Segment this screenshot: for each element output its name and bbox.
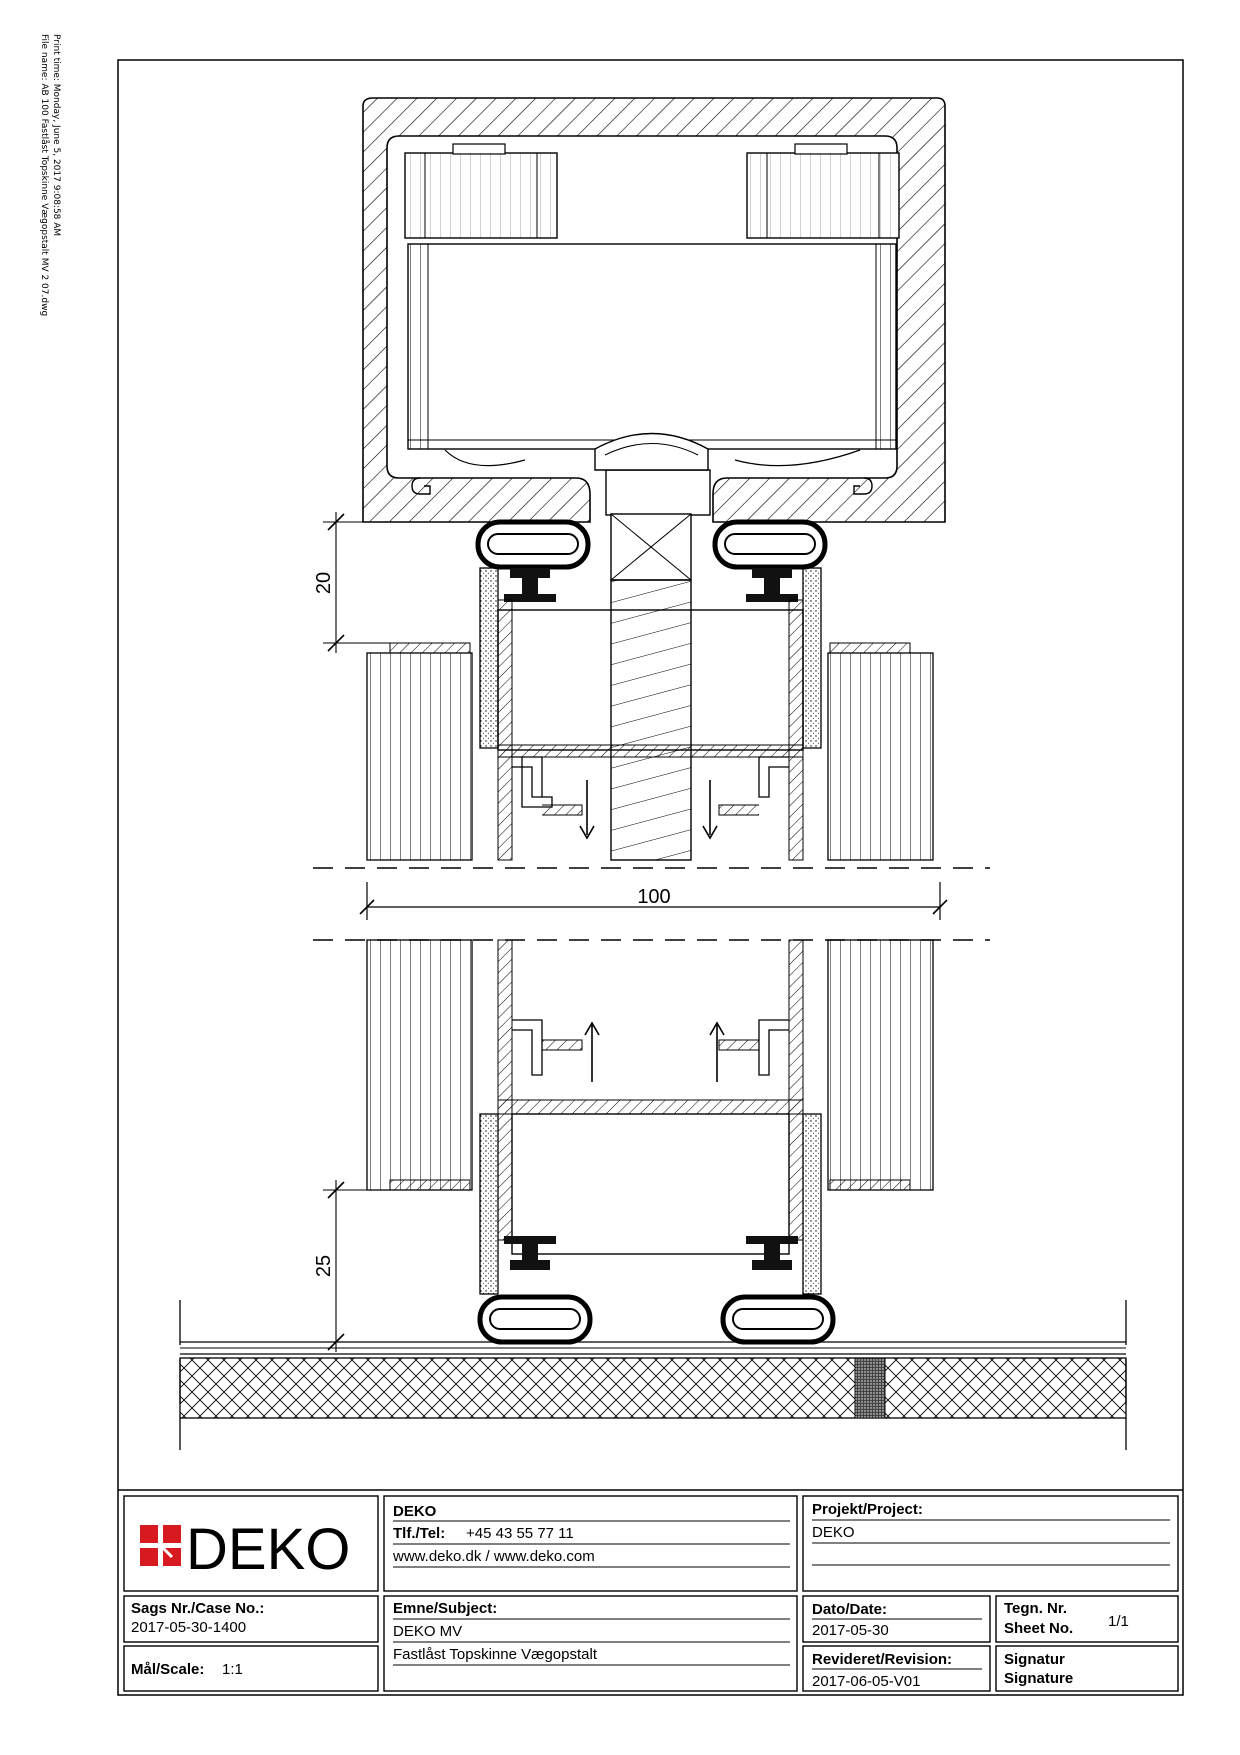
- case-value: 2017-05-30-1400: [131, 1619, 246, 1636]
- phone-value: +45 43 55 77 11: [466, 1525, 574, 1542]
- revision-value: 2017-06-05-V01: [812, 1673, 920, 1690]
- carriage: [404, 143, 900, 471]
- sheet-value: 1/1: [1108, 1613, 1129, 1630]
- dimension-bottom: 25: [313, 1180, 390, 1352]
- revision-label: Revideret/Revision:: [812, 1651, 952, 1668]
- floor: [179, 1300, 1127, 1450]
- dimension-width: 100: [359, 882, 948, 920]
- logo-text: DEKO: [186, 1517, 350, 1582]
- upper-panel: [366, 567, 934, 861]
- top-rail: [362, 97, 946, 523]
- centre-post: [610, 513, 692, 861]
- scale-label: Mål/Scale:: [131, 1661, 204, 1678]
- title-block: DEKO DEKO Tlf./Tel: +45 43 55 77 11 www.…: [118, 1489, 1183, 1692]
- subject-line2: Fastlåst Topskinne Vægopstalt: [393, 1646, 598, 1663]
- sheet-label-1: Tegn. Nr.: [1004, 1600, 1067, 1617]
- project-value: DEKO: [812, 1524, 855, 1541]
- dim-top-text: 20: [313, 572, 335, 594]
- signature-label-1: Signatur: [1004, 1651, 1065, 1668]
- company-name: DEKO: [393, 1503, 437, 1520]
- scale-value: 1:1: [222, 1661, 243, 1678]
- lower-panel: [366, 939, 934, 1295]
- web-value: www.deko.dk / www.deko.com: [392, 1548, 595, 1565]
- phone-label: Tlf./Tel:: [393, 1525, 445, 1542]
- top-gaskets: [475, 519, 828, 602]
- subject-line1: DEKO MV: [393, 1623, 462, 1640]
- deko-logo: DEKO: [140, 1517, 350, 1582]
- bottom-gaskets: [477, 1236, 836, 1345]
- dim-bottom-text: 25: [313, 1255, 335, 1277]
- dim-width-text: 100: [637, 886, 670, 908]
- subject-label: Emne/Subject:: [393, 1600, 497, 1617]
- sheet-label-2: Sheet No.: [1004, 1620, 1073, 1637]
- date-value: 2017-05-30: [812, 1622, 889, 1639]
- date-label: Dato/Date:: [812, 1601, 887, 1618]
- case-label: Sags Nr./Case No.:: [131, 1600, 264, 1617]
- dimension-top: 20: [313, 512, 590, 653]
- signature-label-2: Signature: [1004, 1670, 1073, 1687]
- sheet-frame: [117, 59, 1184, 1696]
- project-label: Projekt/Project:: [812, 1501, 923, 1518]
